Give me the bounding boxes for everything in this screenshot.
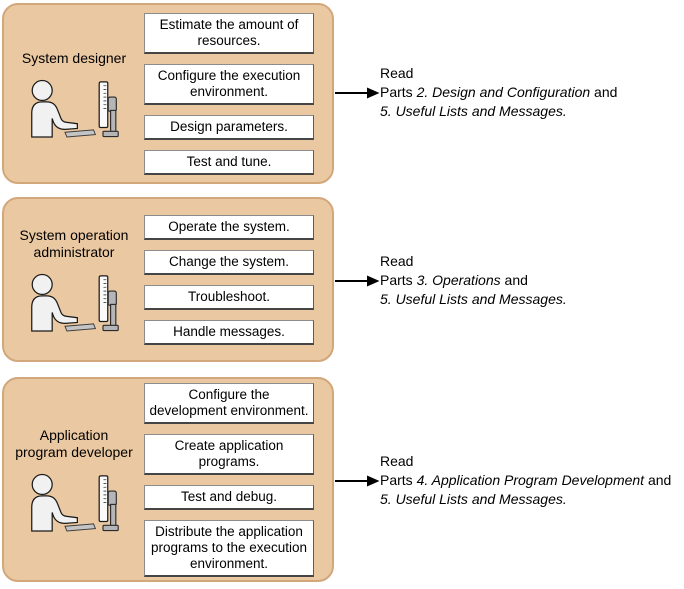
read-part-title: 4. Application Program Development: [416, 472, 645, 488]
task-box: Distribute the application programs to t…: [144, 519, 314, 577]
right-arrow-icon: [335, 275, 380, 287]
read-part-title: 3. Operations: [416, 272, 501, 288]
task-box: Create application programs.: [144, 433, 314, 475]
read-suffix: and: [590, 84, 618, 100]
role-label: System operation administrator: [19, 227, 129, 260]
role-label: System designer: [21, 49, 127, 66]
task-box: Operate the system.: [144, 214, 314, 240]
read-part2-title: 5. Useful Lists and Messages.: [380, 491, 567, 507]
task-box: Estimate the amount of resources.: [144, 12, 314, 54]
task-box: Design parameters.: [144, 114, 314, 140]
read-intro: Read: [380, 65, 414, 81]
task-label: Operate the system.: [168, 218, 290, 234]
read-suffix: and: [500, 272, 528, 288]
read-instruction: Read Parts 2. Design and Configuration a…: [380, 64, 682, 121]
person-at-computer-icon: [30, 473, 119, 532]
task-box: Configure the development environment.: [144, 382, 314, 424]
task-label: Estimate the amount of resources.: [159, 16, 299, 48]
task-label: Test and debug.: [180, 488, 278, 504]
right-arrow-icon: [335, 87, 380, 99]
role-column: Application program developer: [4, 379, 144, 580]
task-label: Create application programs.: [174, 437, 284, 469]
task-label: Test and tune.: [186, 153, 272, 169]
person-at-computer-icon: [30, 79, 119, 138]
read-part2-title: 5. Useful Lists and Messages.: [380, 291, 567, 307]
read-suffix: and: [644, 472, 672, 488]
task-box: Test and debug.: [144, 484, 314, 510]
role-panel-application-program-developer: Application program developer Configure …: [2, 377, 334, 582]
read-prefix: Parts: [380, 272, 417, 288]
role-label: Application program developer: [15, 427, 133, 460]
role-column: System designer: [4, 5, 144, 182]
task-label: Design parameters.: [170, 118, 288, 134]
person-at-computer-icon: [30, 273, 119, 332]
read-prefix: Parts: [380, 84, 417, 100]
task-box: Handle messages.: [144, 319, 314, 345]
task-column: Estimate the amount of resources. Config…: [144, 5, 320, 182]
task-label: Configure the development environment.: [149, 386, 309, 418]
read-parts-line: Parts 2. Design and Configuration and: [380, 83, 682, 102]
read-intro: Read: [380, 453, 414, 469]
role-panel-system-operation-administrator: System operation administrator Operate t…: [2, 197, 334, 362]
role-panel-system-designer: System designer Estimate the amount of r…: [2, 3, 334, 184]
task-label: Handle messages.: [173, 323, 285, 339]
role-column: System operation administrator: [4, 199, 144, 360]
task-box: Configure the execution environment.: [144, 63, 314, 105]
read-parts-line: Parts 4. Application Program Development…: [380, 471, 682, 490]
task-label: Configure the execution environment.: [157, 67, 301, 99]
read-prefix: Parts: [380, 472, 417, 488]
task-box: Change the system.: [144, 249, 314, 275]
read-part2-title: 5. Useful Lists and Messages.: [380, 103, 567, 119]
read-instruction: Read Parts 4. Application Program Develo…: [380, 452, 682, 509]
task-column: Configure the development environment. C…: [144, 379, 320, 580]
task-label: Change the system.: [168, 253, 290, 269]
task-box: Troubleshoot.: [144, 284, 314, 310]
task-column: Operate the system. Change the system. T…: [144, 199, 320, 360]
read-part-title: 2. Design and Configuration: [416, 84, 591, 100]
read-parts-line: Parts 3. Operations and: [380, 271, 682, 290]
task-box: Test and tune.: [144, 149, 314, 175]
read-instruction: Read Parts 3. Operations and 5. Useful L…: [380, 252, 682, 309]
task-label: Troubleshoot.: [187, 288, 271, 304]
read-intro: Read: [380, 253, 414, 269]
task-label: Distribute the application programs to t…: [150, 523, 308, 571]
right-arrow-icon: [335, 475, 380, 487]
